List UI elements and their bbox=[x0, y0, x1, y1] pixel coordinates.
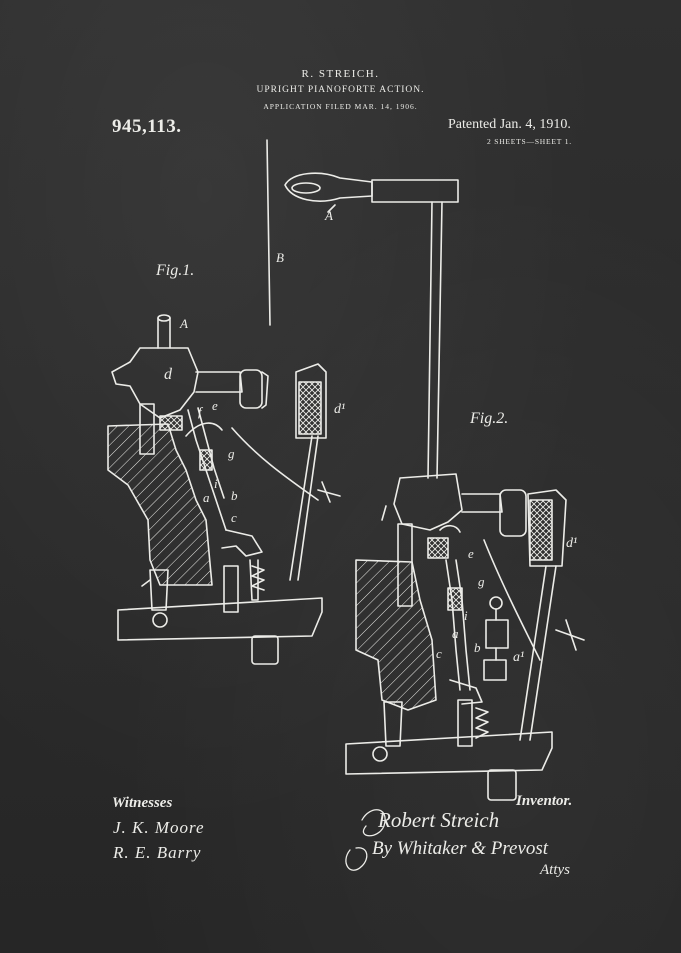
sheet-count: 2 SHEETS—SHEET 1. bbox=[487, 137, 572, 146]
ref-letter-d1-fig2: d¹ bbox=[566, 536, 578, 551]
ref-letter-i-fig1: i bbox=[214, 476, 218, 491]
inventor-signature-flourish bbox=[345, 809, 386, 871]
key-lever-assembly bbox=[284, 172, 459, 479]
ref-letter-d: d bbox=[164, 366, 172, 383]
application-filed-line: APPLICATION FILED MAR. 14, 1906. bbox=[263, 102, 418, 111]
attorney-signature: By Whitaker & Prevost bbox=[372, 838, 549, 859]
patent-number: 945,113. bbox=[112, 116, 182, 137]
ref-letter-d1-fig1: d¹ bbox=[334, 402, 346, 417]
ref-letter-a-fig2: a bbox=[452, 626, 459, 641]
figure-1-label: Fig.1. bbox=[156, 262, 195, 279]
witness-signature-2: R. E. Barry bbox=[113, 843, 202, 862]
attorney-suffix: Attys bbox=[540, 862, 570, 878]
patent-title: UPRIGHT PIANOFORTE ACTION. bbox=[256, 85, 425, 95]
witnesses-label: Witnesses bbox=[112, 795, 173, 811]
ref-letter-b-fig2: b bbox=[474, 640, 481, 655]
ref-letter-b: B bbox=[276, 250, 284, 265]
ref-letter-c-fig1: c bbox=[231, 510, 237, 525]
ref-letter-a-fig1: a bbox=[203, 490, 210, 505]
inventor-name-heading: R. STREICH. bbox=[301, 68, 380, 80]
figure-1-drawing bbox=[107, 314, 341, 665]
ref-letter-c-fig2: c bbox=[436, 646, 442, 661]
reference-line-b bbox=[266, 139, 271, 326]
figure-2-label: Fig.2. bbox=[470, 410, 509, 427]
ref-letter-a1-fig2: a¹ bbox=[513, 650, 525, 665]
ref-letter-e-fig1: e bbox=[212, 398, 218, 413]
ref-letter-a-top: A bbox=[325, 208, 333, 223]
ref-letter-e-fig2: e bbox=[468, 546, 474, 561]
ref-letter-b-fig1: b bbox=[231, 488, 238, 503]
figure-2-drawing bbox=[345, 473, 585, 801]
inventor-signature: Robert Streich bbox=[378, 808, 500, 832]
ref-letter-a-fig1: A bbox=[180, 316, 188, 331]
patent-date: Patented Jan. 4, 1910. bbox=[448, 117, 571, 132]
inventor-label: Inventor. bbox=[516, 793, 573, 809]
ref-letter-g-fig1: g bbox=[228, 446, 235, 461]
witness-signature-1: J. K. Moore bbox=[113, 818, 205, 837]
ref-letter-g-fig2: g bbox=[478, 574, 485, 589]
ref-letter-f-fig1: f bbox=[198, 404, 202, 419]
ref-letter-i-fig2: i bbox=[464, 608, 468, 623]
